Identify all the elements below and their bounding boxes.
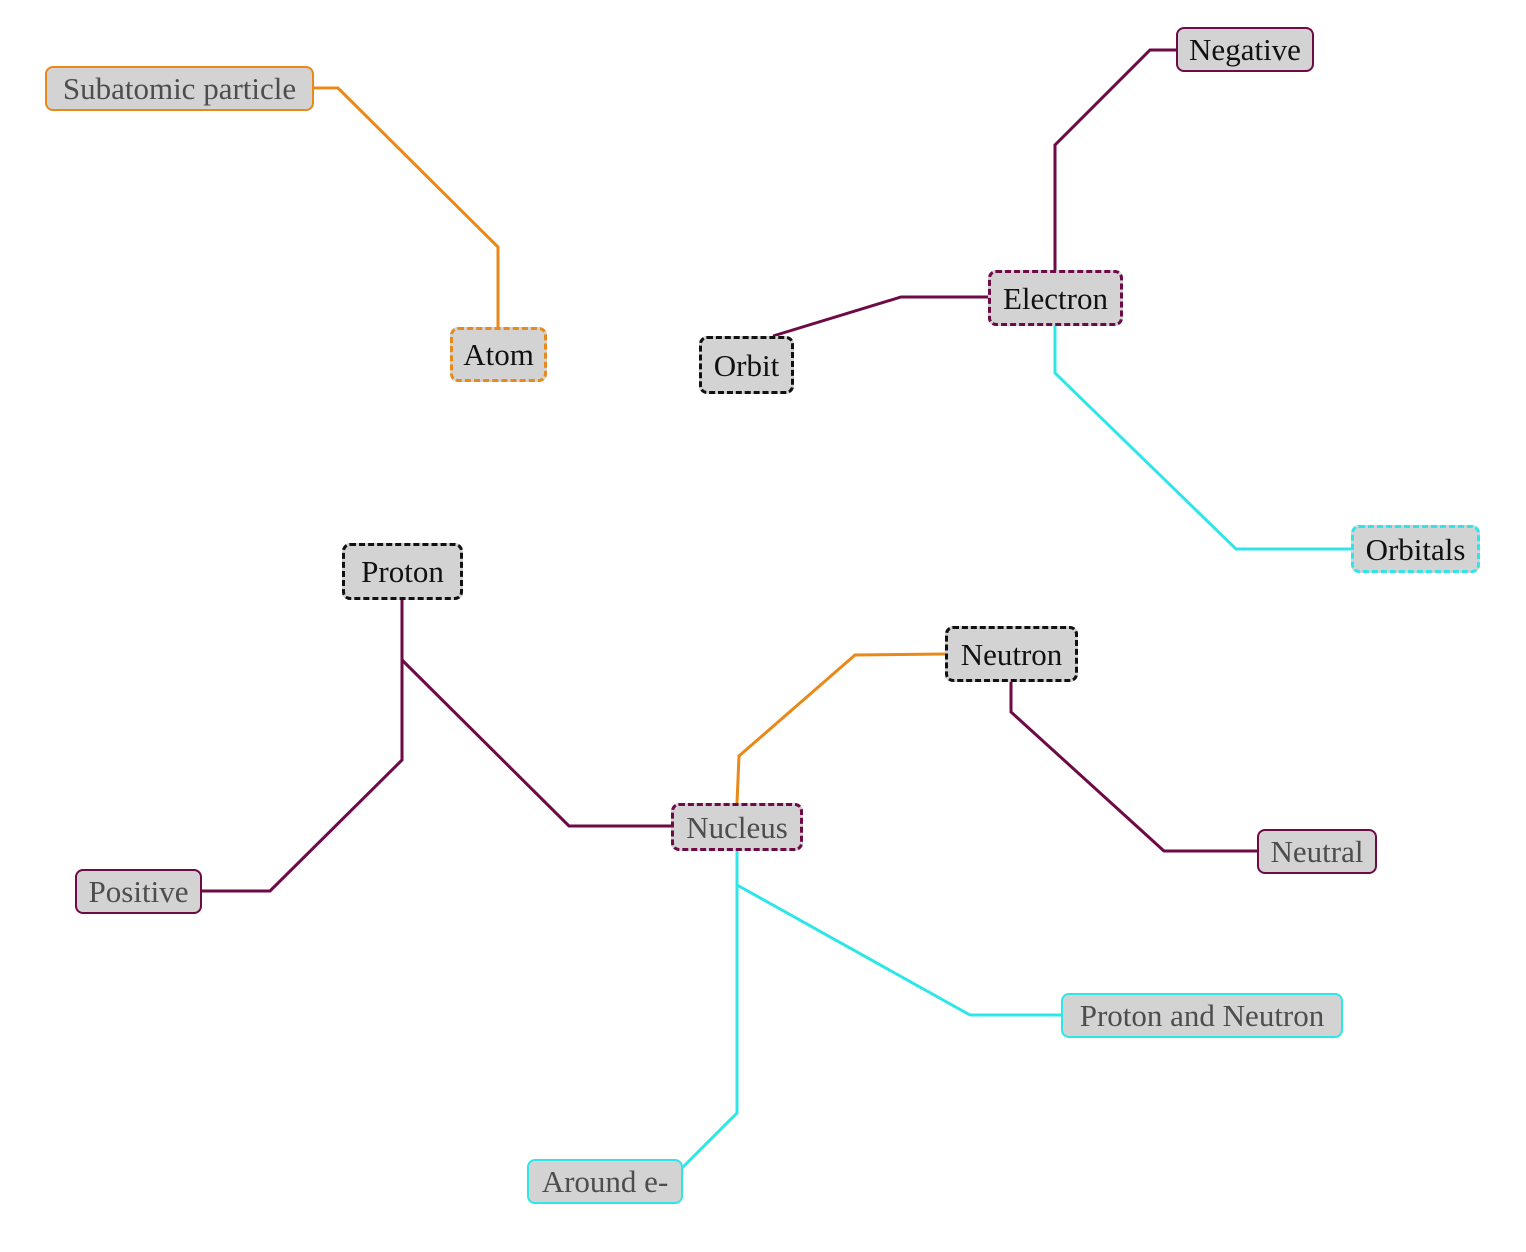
node-orbit: Orbit <box>699 336 794 394</box>
edge-neutron-neutral <box>1009 681 1258 853</box>
node-proton-label: Proton <box>361 554 444 589</box>
node-nucleus: Nucleus <box>671 803 803 851</box>
node-around-e: Around e- <box>527 1159 683 1204</box>
edge-nucleus-neutron <box>735 652 947 804</box>
node-positive-label: Positive <box>88 874 189 909</box>
node-neutron: Neutron <box>945 626 1078 682</box>
edge-nucleus-around-e <box>680 885 739 1170</box>
node-neutron-label: Neutron <box>960 636 1063 672</box>
node-negative-label: Negative <box>1189 32 1301 67</box>
node-subatomic-particle: Subatomic particle <box>45 66 314 111</box>
node-orbitals: Orbitals <box>1351 525 1480 573</box>
node-orbitals-label: Orbitals <box>1365 531 1466 567</box>
edge-electron-negative <box>1053 48 1176 270</box>
edge-nucleus-proton-neutron <box>735 851 1062 1017</box>
node-nucleus-label: Nucleus <box>686 809 788 845</box>
node-electron: Electron <box>988 270 1123 326</box>
node-proton: Proton <box>342 543 463 600</box>
node-around-e-label: Around e- <box>541 1164 669 1199</box>
edge-electron-orbitals <box>1053 326 1352 551</box>
edge-proton-positive <box>201 599 404 893</box>
node-neutral-label: Neutral <box>1270 834 1364 869</box>
edge-atom-subatomic <box>313 86 500 327</box>
node-orbit-label: Orbit <box>713 347 780 383</box>
node-positive: Positive <box>75 869 202 914</box>
node-negative: Negative <box>1176 27 1314 72</box>
node-neutral: Neutral <box>1257 829 1377 874</box>
node-proton-and-neutron-label: Proton and Neutron <box>1079 998 1325 1033</box>
node-atom-label: Atom <box>463 337 534 372</box>
edge-electron-orbit <box>772 295 989 338</box>
edge-proton-nucleus <box>400 658 672 828</box>
node-proton-and-neutron: Proton and Neutron <box>1061 993 1343 1038</box>
node-subatomic-particle-label: Subatomic particle <box>62 71 297 106</box>
node-electron-label: Electron <box>1002 280 1108 316</box>
node-atom: Atom <box>450 327 547 382</box>
